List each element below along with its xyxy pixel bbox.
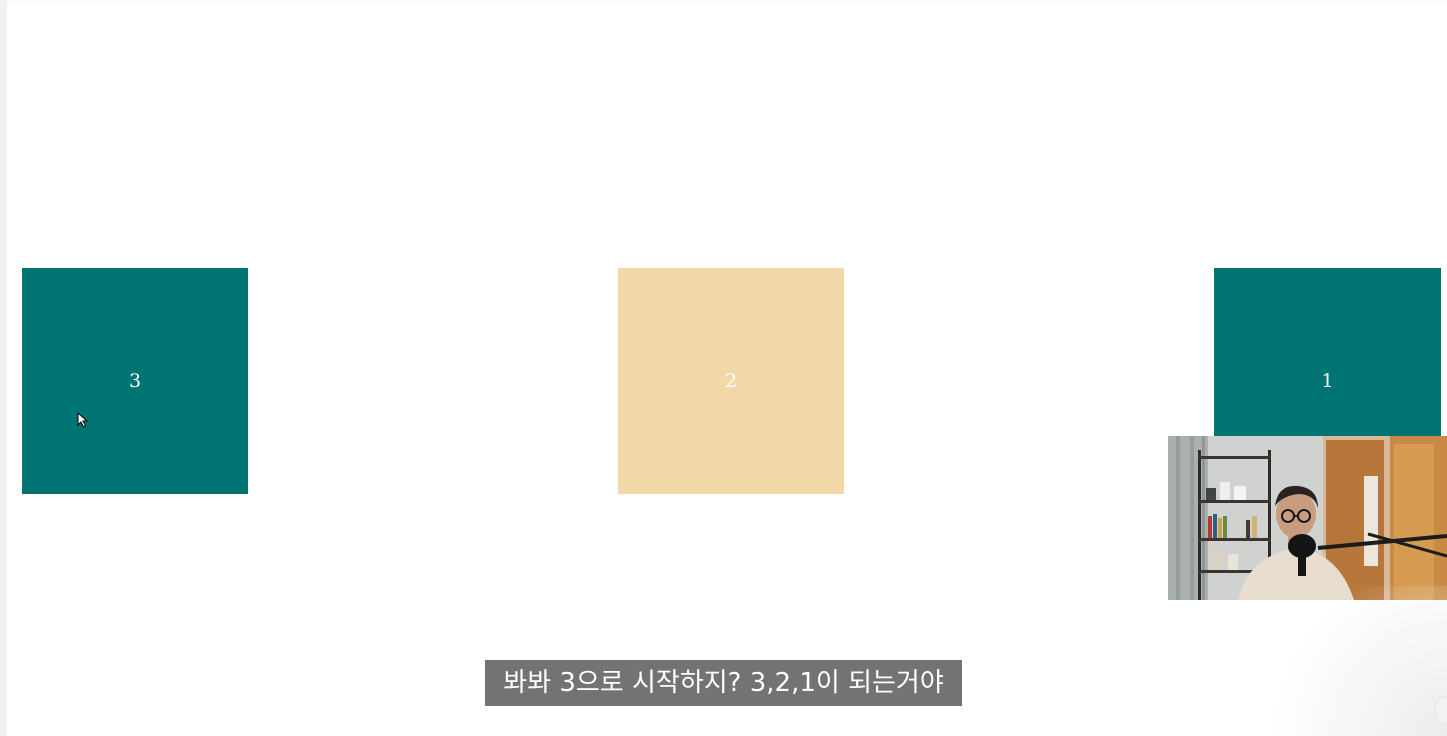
scroll-handle[interactable]: [1435, 696, 1447, 724]
webcam-overlay: [1168, 436, 1447, 600]
box-2: 2: [618, 268, 844, 494]
box-2-label: 2: [724, 370, 738, 392]
box-3: 3: [22, 268, 248, 494]
box-3-label: 3: [128, 370, 142, 392]
corner-shade: [1247, 586, 1447, 736]
top-edge: [7, 0, 1447, 4]
mouse-pointer-icon: [77, 412, 89, 428]
box-1-label: 1: [1321, 370, 1334, 392]
left-edge: [0, 0, 7, 736]
subtitle-caption: 봐봐 3으로 시작하지? 3,2,1이 되는거야: [485, 660, 962, 706]
subtitle-container: 봐봐 3으로 시작하지? 3,2,1이 되는거야: [0, 660, 1447, 706]
webcam-video: [1168, 436, 1447, 600]
